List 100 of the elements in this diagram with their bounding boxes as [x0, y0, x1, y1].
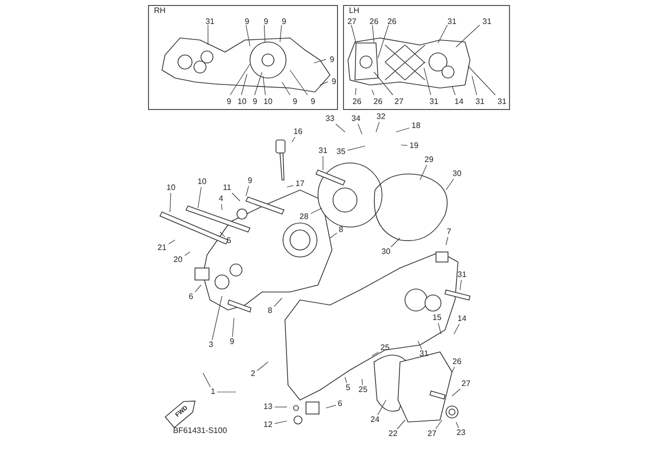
leader-line: [454, 324, 460, 334]
callout-number: 18: [412, 122, 420, 130]
callout-number: 2: [250, 370, 256, 378]
leader-line: [377, 400, 386, 416]
leader-line: [344, 376, 347, 384]
leader-line: [355, 88, 356, 96]
leader-line: [168, 240, 176, 244]
leader-line: [232, 192, 240, 202]
leader-line: [254, 72, 262, 96]
leader-line: [314, 58, 326, 64]
callout-number: 31: [458, 271, 466, 279]
callout-number: 31: [498, 98, 506, 106]
callout-number: 26: [352, 98, 362, 106]
leader-line: [362, 378, 363, 386]
callout-number: 30: [452, 170, 462, 178]
leader-line: [438, 24, 448, 44]
leader-line: [396, 420, 406, 430]
callout-number: 22: [388, 430, 398, 438]
callout-number: 26: [374, 98, 382, 106]
callout-number: 9: [244, 18, 250, 26]
leader-line: [424, 68, 432, 96]
leader-line: [456, 422, 460, 428]
callout-number: 31: [420, 350, 428, 358]
callout-number: 33: [326, 115, 334, 123]
callout-number: 27: [428, 430, 436, 438]
leader-line: [396, 128, 410, 132]
callout-number: 31: [448, 18, 456, 26]
leader-line: [358, 124, 362, 134]
panel-heading: RH: [154, 7, 166, 15]
callout-number: 3: [208, 341, 214, 349]
diagram-code: BF61431-S100: [173, 427, 227, 435]
leader-line: [322, 156, 324, 170]
leader-line: [472, 76, 478, 96]
leader-line: [310, 208, 322, 214]
inset-panel: [148, 5, 338, 110]
callout-number: 6: [338, 400, 342, 408]
leader-line: [446, 236, 448, 246]
callout-number: 9: [282, 18, 286, 26]
callout-number: 14: [454, 98, 464, 106]
leader-line: [378, 24, 389, 58]
leader-line: [351, 24, 356, 44]
leader-line: [286, 185, 294, 188]
callout-number: 9: [252, 98, 258, 106]
callout-number: 5: [226, 237, 232, 245]
callout-number: 27: [462, 380, 470, 388]
callout-number: 32: [376, 113, 386, 121]
callout-number: 31: [430, 98, 438, 106]
callout-number: 1: [210, 388, 216, 396]
leader-line: [170, 192, 172, 212]
leader-line: [452, 366, 455, 372]
leader-line: [282, 82, 290, 96]
leader-line: [435, 420, 442, 430]
callout-number: 23: [456, 429, 466, 437]
leader-line: [376, 122, 380, 132]
leader-line: [420, 164, 428, 180]
leader-line: [468, 66, 496, 96]
leader-line: [452, 388, 460, 396]
callout-number: 27: [348, 18, 356, 26]
leader-line: [400, 144, 408, 146]
leader-line: [241, 74, 248, 96]
leader-line: [232, 318, 234, 338]
leader-line: [292, 136, 296, 142]
callout-number: 25: [358, 386, 368, 394]
leader-line: [446, 178, 454, 190]
leader-line: [221, 204, 222, 210]
leader-line: [262, 76, 266, 96]
callout-number: 26: [370, 18, 378, 26]
callout-number: 9: [330, 56, 334, 64]
callout-number: 12: [264, 421, 272, 429]
callout-number: 34: [352, 115, 360, 123]
callout-number: 24: [370, 416, 380, 424]
leader-line: [246, 186, 249, 196]
callout-number: 8: [268, 307, 272, 315]
callout-number: 14: [458, 315, 466, 323]
leader-line: [326, 404, 336, 408]
leader-line: [220, 232, 226, 238]
panel-heading: LH: [349, 7, 360, 15]
callout-number: 11: [222, 184, 232, 192]
callout-number: 7: [446, 228, 452, 236]
callout-number: 9: [332, 78, 336, 86]
callout-number: 8: [338, 226, 344, 234]
leader-line: [335, 124, 346, 132]
leader-line: [184, 252, 190, 256]
leader-line: [452, 86, 456, 96]
callout-number: 9: [230, 338, 234, 346]
callout-number: 26: [452, 358, 462, 366]
leader-line: [390, 238, 400, 248]
leader-line: [372, 24, 374, 44]
callout-number: 30: [382, 248, 390, 256]
callout-number: 21: [158, 244, 166, 252]
leader-line: [460, 280, 462, 290]
callout-number: 13: [264, 403, 272, 411]
callout-number: 35: [336, 148, 346, 156]
callout-number: 27: [394, 98, 404, 106]
leader-line: [198, 186, 202, 208]
leader-line: [374, 72, 394, 96]
callout-number: 31: [318, 147, 328, 155]
callout-number: 26: [388, 18, 396, 26]
leader-line: [194, 284, 202, 292]
leader-line: [230, 64, 250, 96]
